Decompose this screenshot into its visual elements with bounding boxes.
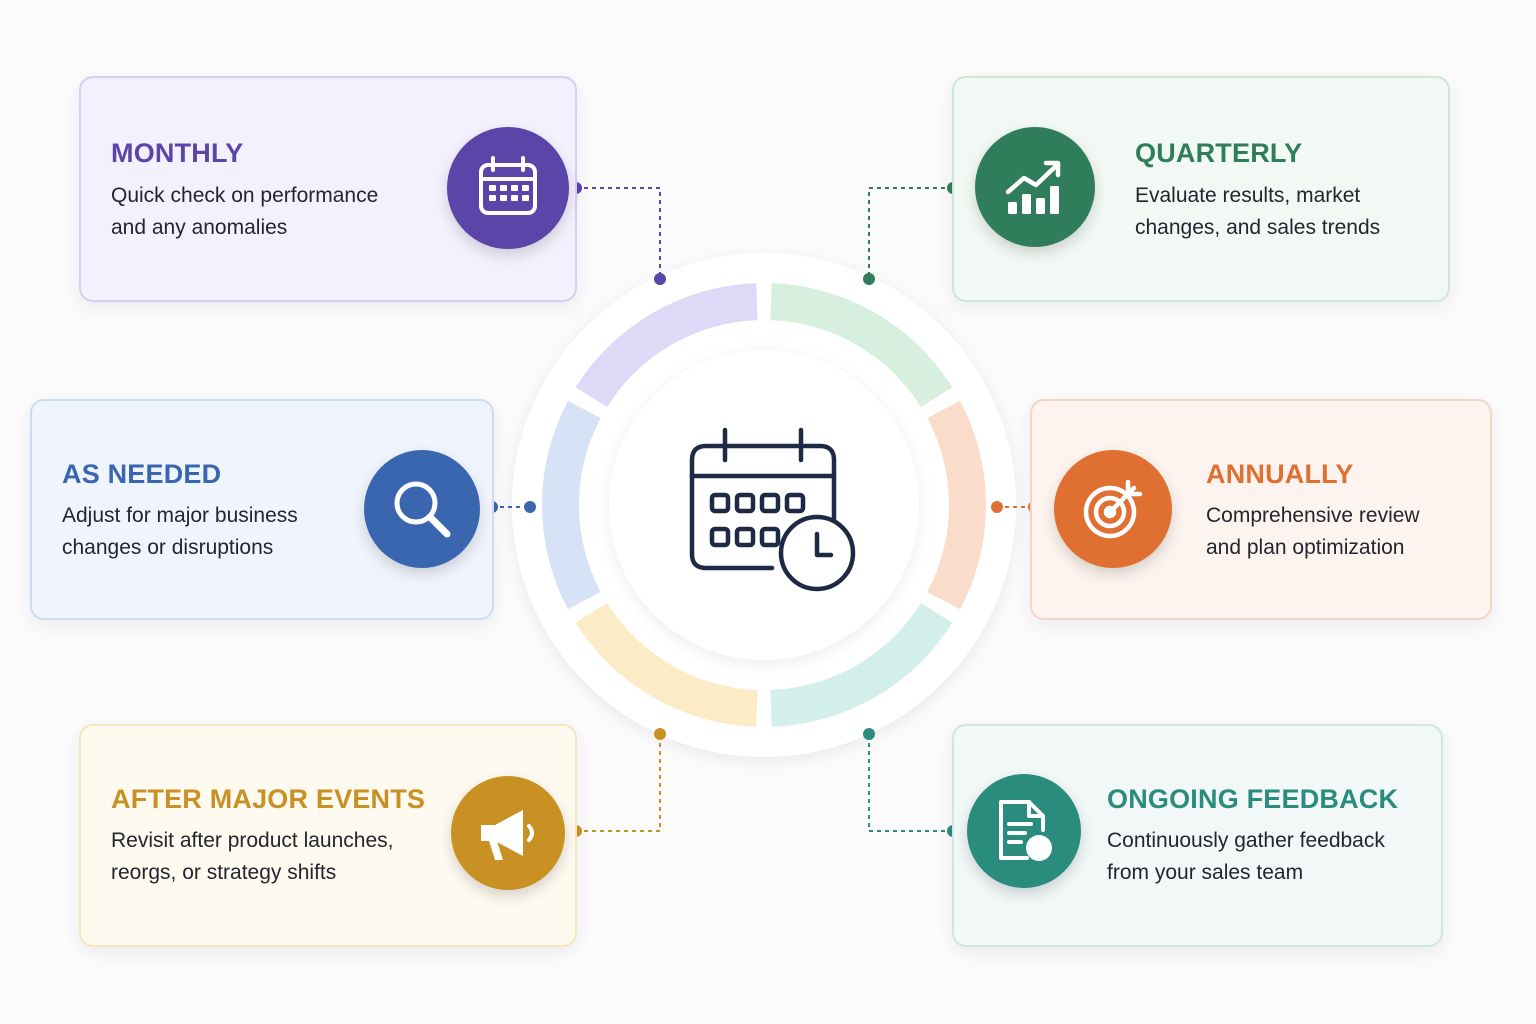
target-icon <box>1054 450 1172 568</box>
ring-segment-quarterly <box>770 283 953 407</box>
card-title: QUARTERLY <box>1135 138 1303 168</box>
connector-dot <box>654 273 666 285</box>
ring-segment-monthly <box>575 283 758 407</box>
connector-after-major-events <box>576 734 661 832</box>
card-monthly: MONTHLY Quick check on performance and a… <box>79 76 577 302</box>
ring-segments <box>542 283 986 727</box>
connector-ongoing-feedback <box>868 734 953 832</box>
card-title: ONGOING FEEDBACK <box>1107 784 1399 814</box>
card-title: MONTHLY <box>111 138 244 168</box>
card-description: Adjust for major business changes or dis… <box>62 504 298 559</box>
connector-dot <box>863 273 875 285</box>
card-as-needed: AS NEEDED Adjust for major business chan… <box>30 399 494 620</box>
card-description: Continuously gather feedback from your s… <box>1107 829 1385 884</box>
megaphone-icon <box>451 776 565 890</box>
card-quarterly: QUARTERLY Evaluate results, market chang… <box>952 76 1450 302</box>
connector-dot <box>991 501 1003 513</box>
card-title: AS NEEDED <box>62 459 222 489</box>
calendar-icon <box>447 127 569 249</box>
card-title: AFTER MAJOR EVENTS <box>111 784 426 814</box>
card-description: Revisit after product launches, reorgs, … <box>111 829 394 884</box>
card-annually: ANNUALLY Comprehensive review and plan o… <box>1030 399 1492 620</box>
calendar-clock-icon <box>689 427 856 592</box>
ring-segment-as-needed <box>542 400 601 610</box>
connector-monthly <box>576 187 661 279</box>
card-description: Quick check on performance and any anoma… <box>111 184 379 239</box>
growth-chart-icon <box>975 127 1095 247</box>
connector-dot <box>863 728 875 740</box>
connector-quarterly <box>868 187 953 279</box>
ring-segment-ongoing-feedback <box>770 603 953 727</box>
card-title: ANNUALLY <box>1206 459 1354 489</box>
connector-dot <box>524 501 536 513</box>
card-ongoing-feedback: ONGOING FEEDBACK Continuously gather fee… <box>952 724 1443 947</box>
card-after-major-events: AFTER MAJOR EVENTS Revisit after product… <box>79 724 577 947</box>
ring-segment-after-major-events <box>575 603 758 727</box>
card-description: Evaluate results, market changes, and sa… <box>1135 184 1381 239</box>
document-check-icon <box>967 774 1081 888</box>
connector-dot <box>654 728 666 740</box>
ring-segment-annually <box>927 400 986 610</box>
search-icon <box>364 450 480 568</box>
card-description: Comprehensive review and plan optimizati… <box>1206 504 1420 559</box>
